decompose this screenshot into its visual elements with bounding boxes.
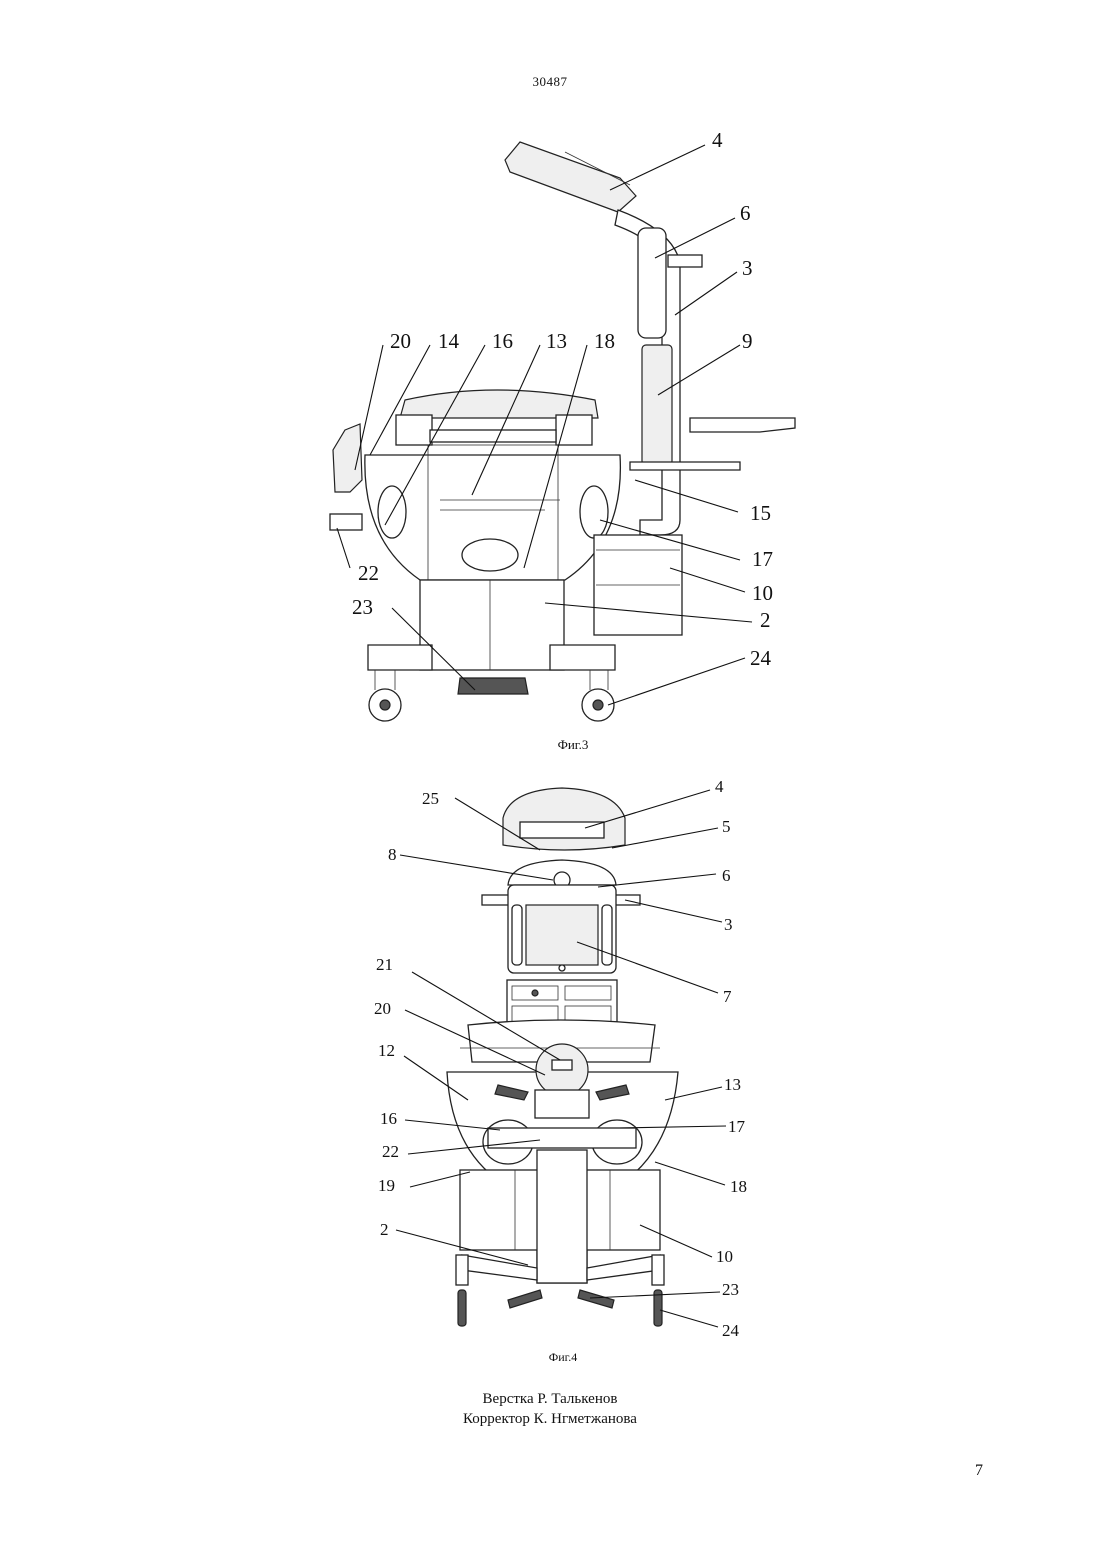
- fig4-callout: 12: [378, 1041, 395, 1060]
- fig4-callout: 23: [722, 1280, 739, 1299]
- fig4-caster-right: [652, 1255, 664, 1285]
- fig4-lamp-head: [503, 788, 625, 850]
- figure-3-caption: Фиг.3: [513, 737, 633, 753]
- fig4-callout: 5: [722, 817, 731, 836]
- patent-number: 30487: [0, 74, 1100, 90]
- fig4-pedal-left: [508, 1290, 542, 1308]
- credits-block: Верстка Р. Талькенов Корректор К. Нгметж…: [0, 1389, 1100, 1429]
- fig3-callout: 3: [742, 256, 753, 280]
- fig3-hood: [400, 390, 598, 418]
- figure-4-drawing: 25 4 5 8 6 3 7 21 20 12 13 16 17 22 19 1…: [360, 770, 780, 1350]
- fig4-callout: 7: [723, 987, 732, 1006]
- fig3-handle-bar: [668, 255, 702, 267]
- fig3-callout: 17: [752, 547, 773, 571]
- fig3-callout: 15: [750, 501, 771, 525]
- fig4-pedal-right: [578, 1290, 614, 1308]
- fig3-display-panel: [642, 345, 672, 465]
- page-number: 7: [975, 1462, 983, 1480]
- fig3-callout: 13: [546, 329, 567, 353]
- fig3-callout: 4: [712, 128, 723, 152]
- fig4-control-housing: [535, 1090, 589, 1118]
- fig3-callout: 10: [752, 581, 773, 605]
- figure-4-caption: Фиг.4: [503, 1350, 623, 1365]
- fig4-callout: 16: [380, 1109, 397, 1128]
- fig4-callout: 17: [728, 1117, 746, 1136]
- fig3-callout: 2: [760, 608, 771, 632]
- fig3-hood-latch-left: [396, 415, 432, 445]
- figure-3-drawing: 4 6 3 20 14 16 13 18 9 15 22 17 10 23 2 …: [300, 120, 820, 730]
- fig4-callout: 8: [388, 845, 397, 864]
- fig3-callout: 9: [742, 329, 753, 353]
- fig4-callout: 4: [715, 777, 724, 796]
- fig4-callout: 18: [730, 1177, 747, 1196]
- fig4-caster-left: [456, 1255, 468, 1285]
- fig4-callout: 20: [374, 999, 391, 1018]
- fig4-callout: 3: [724, 915, 733, 934]
- fig4-drawer: [488, 1128, 636, 1148]
- fig4-callout: 2: [380, 1220, 389, 1239]
- proofreader-credit: Корректор К. Нгметжанова: [0, 1409, 1100, 1429]
- fig3-drawer-handle: [330, 514, 362, 530]
- fig4-callout: 6: [722, 866, 731, 885]
- fig4-lamp-window: [520, 822, 604, 838]
- fig4-callout: 21: [376, 955, 393, 974]
- fig4-callout: 25: [422, 789, 439, 808]
- fig3-hood-latch-right: [556, 415, 592, 445]
- fig3-port-front: [462, 539, 518, 571]
- fig3-port-right: [580, 486, 608, 538]
- fig3-callout: 6: [740, 201, 751, 225]
- fig3-callout: 16: [492, 329, 513, 353]
- fig3-side-shelf: [690, 418, 795, 432]
- fig3-callout: 18: [594, 329, 615, 353]
- fig3-lower-shelf: [630, 462, 740, 470]
- layout-credit: Верстка Р. Талькенов: [0, 1389, 1100, 1409]
- fig3-upper-post: [638, 228, 666, 338]
- fig3-callout: 23: [352, 595, 373, 619]
- fig4-callout: 10: [716, 1247, 733, 1266]
- fig4-callout: 24: [722, 1321, 740, 1340]
- fig4-callout: 13: [724, 1075, 741, 1094]
- fig4-monitor-screen: [526, 905, 598, 965]
- fig3-callout: 22: [358, 561, 379, 585]
- fig4-callout: 22: [382, 1142, 399, 1161]
- fig3-callout: 20: [390, 329, 411, 353]
- fig3-callout: 14: [438, 329, 460, 353]
- fig4-callout: 19: [378, 1176, 395, 1195]
- fig3-lamp-head: [505, 142, 636, 212]
- fig3-callout: 24: [750, 646, 772, 670]
- fig3-pedal: [458, 678, 528, 694]
